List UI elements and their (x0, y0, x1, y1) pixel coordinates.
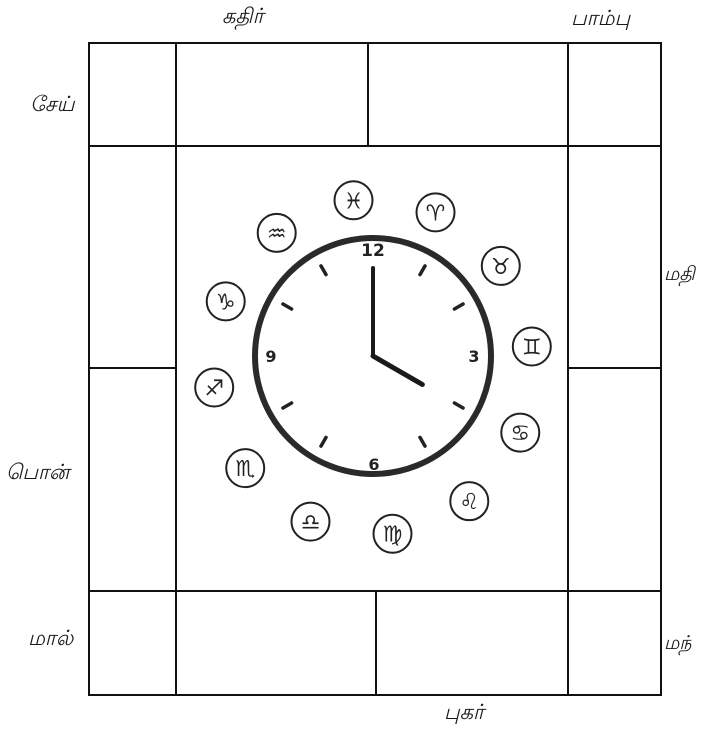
planet-label-bottom: புகர் (444, 700, 484, 727)
aries-icon: ♈ (417, 193, 455, 231)
leo-icon: ♌ (450, 482, 488, 520)
svg-text:♈: ♈ (426, 201, 446, 226)
svg-text:♎: ♎ (301, 511, 321, 536)
planet-label-top-right: பாம்பு (571, 6, 630, 33)
clock-number-12: 12 (361, 241, 385, 261)
svg-text:♉: ♉ (491, 255, 511, 280)
svg-text:♒: ♒ (267, 222, 287, 247)
svg-text:♐: ♐ (204, 376, 224, 401)
clock: 12 3 6 9 (255, 238, 491, 474)
svg-text:♏: ♏ (235, 457, 255, 482)
gemini-icon: ♊ (513, 328, 551, 366)
planet-label-bottom-right: மந் (664, 632, 691, 657)
planet-label-top: கதிர் (222, 4, 264, 31)
svg-text:♓: ♓ (344, 189, 364, 214)
planet-label-upper-left: சேய் (30, 92, 75, 119)
svg-text:♍: ♍ (383, 523, 403, 548)
sagittarius-icon: ♐ (195, 368, 233, 406)
taurus-icon: ♉ (482, 247, 520, 285)
aquarius-icon: ♒ (258, 214, 296, 252)
libra-icon: ♎ (291, 503, 329, 541)
cancer-icon: ♋ (501, 414, 539, 452)
svg-text:♑: ♑ (216, 290, 236, 315)
planet-label-left: பொன் (6, 460, 69, 487)
clock-number-3: 3 (468, 347, 479, 366)
svg-text:♊: ♊ (522, 336, 542, 361)
planet-label-right: மதி (664, 263, 695, 288)
virgo-icon: ♍ (373, 515, 411, 553)
pisces-icon: ♓ (335, 181, 373, 219)
scorpio-icon: ♏ (226, 449, 264, 487)
planet-label-bottom-left: மால் (28, 626, 73, 653)
clock-number-6: 6 (368, 455, 379, 474)
capricorn-icon: ♑ (207, 282, 245, 320)
svg-text:♋: ♋ (510, 422, 530, 447)
svg-text:♌: ♌ (459, 490, 479, 515)
clock-number-9: 9 (265, 347, 276, 366)
